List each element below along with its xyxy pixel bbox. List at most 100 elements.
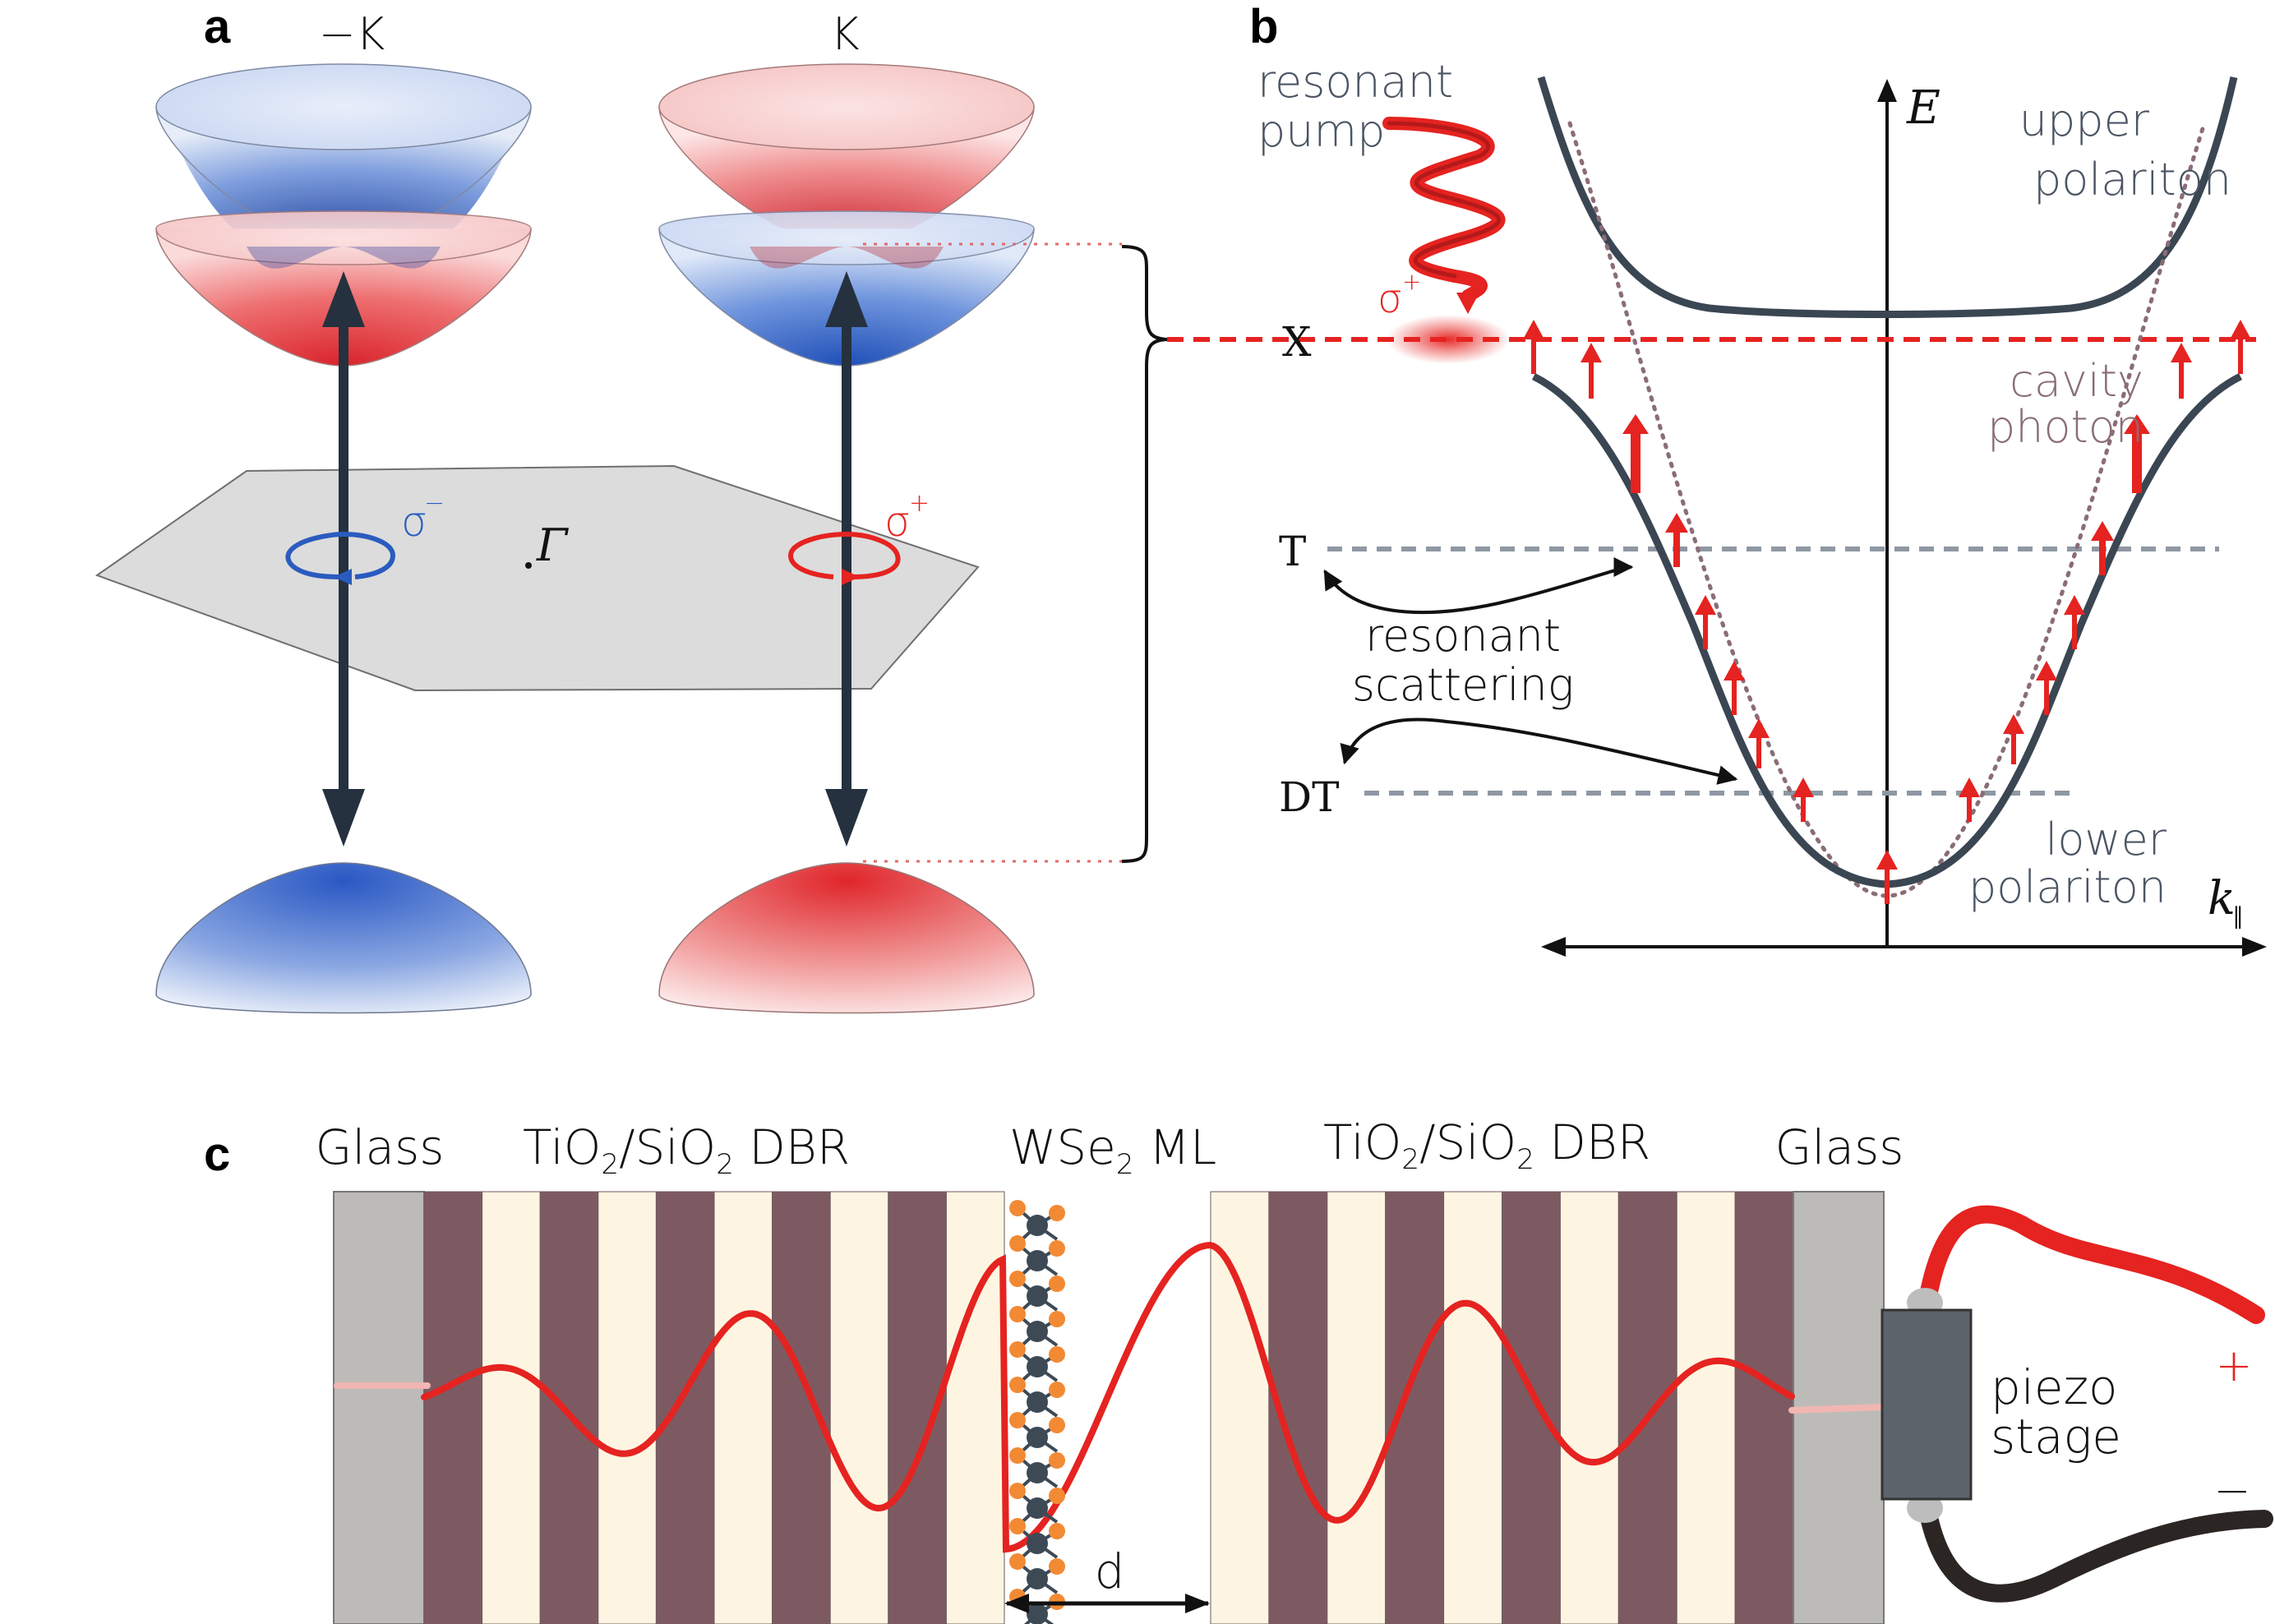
selenium-atom bbox=[1009, 1412, 1026, 1428]
gap-arrowhead-right bbox=[1185, 1594, 1210, 1613]
resonant-scattering-label-line2: scattering bbox=[1352, 659, 1574, 711]
polariton-arrow-head bbox=[2064, 595, 2085, 615]
sigma-plus-label: σ bbox=[884, 498, 911, 546]
polariton-arrow-head bbox=[2091, 521, 2114, 541]
dbr-left-stack bbox=[423, 1191, 1005, 1624]
piezo-minus-label: − bbox=[2213, 1465, 2250, 1516]
polariton-arrow-head bbox=[1581, 343, 1602, 362]
wse2-ml-label: WSe2 ML bbox=[1009, 1119, 1216, 1181]
sigma-minus-ring bbox=[285, 531, 396, 585]
polariton-arrow-head bbox=[2003, 714, 2024, 734]
pump-label-line1: resonant bbox=[1257, 56, 1453, 108]
panel-b-label: b bbox=[1249, 0, 1278, 53]
tungsten-atom bbox=[1027, 1250, 1048, 1271]
piezo-negative-wire bbox=[1916, 1487, 2273, 1603]
polariton-arrow-head bbox=[2036, 661, 2057, 681]
piezo-label-line1: piezo bbox=[1991, 1359, 2118, 1415]
polariton-arrow-head bbox=[1724, 661, 1745, 681]
level-t-label: T bbox=[1279, 528, 1306, 575]
glass-right-label: Glass bbox=[1774, 1119, 1904, 1175]
minus-k-valence-band bbox=[155, 862, 532, 1014]
selenium-atom bbox=[1009, 1341, 1026, 1358]
dbr-right-layer-light bbox=[1327, 1191, 1387, 1624]
tungsten-atom bbox=[1027, 1285, 1048, 1307]
polariton-arrow-head bbox=[1622, 414, 1649, 434]
polariton-arrow-head bbox=[1665, 513, 1688, 533]
upper-polariton-label-line2: polariton bbox=[2033, 154, 2231, 205]
dbr-right-stack bbox=[1210, 1191, 1794, 1624]
sigma-plus-ring bbox=[787, 531, 901, 585]
piezo-stage bbox=[1880, 1308, 1973, 1501]
selenium-atom bbox=[1009, 1553, 1026, 1570]
selenium-atom bbox=[1049, 1240, 1065, 1257]
selenium-atom bbox=[1049, 1417, 1065, 1433]
selenium-atom bbox=[1009, 1377, 1026, 1393]
dbr-left-label: TiO2/SiO2 DBR bbox=[523, 1119, 850, 1181]
piezo-plus-label: + bbox=[2215, 1340, 2252, 1391]
k-valence-band bbox=[658, 862, 1035, 1014]
dbr-left-layer-dark bbox=[423, 1191, 483, 1624]
dbr-right-layer-dark bbox=[1502, 1191, 1561, 1624]
polariton-arrow-head bbox=[1959, 777, 1980, 797]
gamma-point bbox=[525, 562, 532, 569]
energy-axis-label: E bbox=[1906, 81, 1940, 135]
momentum-axis-subscript: ∥ bbox=[2232, 902, 2244, 930]
valley-k-label: K bbox=[830, 8, 859, 60]
lower-polariton-label-line1: lower bbox=[2045, 814, 2167, 865]
dbr-right-layer-dark bbox=[1385, 1191, 1445, 1624]
lower-polariton-label-line2: polariton bbox=[1968, 861, 2167, 913]
polariton-arrow-head bbox=[2230, 320, 2251, 339]
panel-c-label: c bbox=[204, 1128, 230, 1181]
tungsten-atom bbox=[1027, 1568, 1048, 1589]
tungsten-atom bbox=[1027, 1497, 1048, 1519]
dbr-left-layer-light bbox=[482, 1191, 541, 1624]
upper-polariton-label-line1: upper bbox=[2019, 95, 2150, 146]
piezo-label-line2: stage bbox=[1991, 1409, 2121, 1465]
tungsten-atom bbox=[1027, 1356, 1048, 1377]
pump-sigma-superscript: + bbox=[1402, 268, 1421, 295]
dbr-right-label: TiO2/SiO2 DBR bbox=[1323, 1114, 1650, 1176]
dbr-left-layer-light bbox=[829, 1191, 889, 1624]
tungsten-atom bbox=[1027, 1533, 1048, 1554]
pump-label-line2: pump bbox=[1257, 105, 1385, 157]
dbr-right-layer-light bbox=[1210, 1191, 1270, 1624]
selenium-atom bbox=[1049, 1346, 1065, 1363]
dbr-left-layer-dark bbox=[539, 1191, 599, 1624]
dbr-right-layer-light bbox=[1676, 1191, 1736, 1624]
sigma-plus-superscript: + bbox=[909, 489, 930, 518]
polariton-arrow-head bbox=[2124, 414, 2150, 434]
tungsten-atom bbox=[1027, 1603, 1048, 1624]
dbr-right-layer-dark bbox=[1734, 1191, 1794, 1624]
exciton-energy-brace bbox=[1121, 245, 1168, 863]
selenium-atom bbox=[1009, 1518, 1026, 1534]
pump-spot bbox=[1387, 315, 1510, 364]
tungsten-atom bbox=[1027, 1427, 1048, 1448]
panel-a-label: a bbox=[204, 0, 231, 53]
momentum-axis-left-arrowhead bbox=[1541, 937, 1566, 957]
selenium-atom bbox=[1009, 1200, 1026, 1216]
polariton-arrow-head bbox=[1695, 595, 1716, 615]
level-dt-label: DT bbox=[1279, 773, 1339, 821]
brillouin-zone-plane bbox=[95, 464, 980, 692]
selenium-atom bbox=[1049, 1382, 1065, 1398]
gap-arrowhead-left bbox=[1004, 1594, 1029, 1613]
selenium-atom bbox=[1049, 1452, 1065, 1469]
sigma-minus-superscript: − bbox=[424, 489, 445, 518]
tungsten-atom bbox=[1027, 1215, 1048, 1236]
dbr-left-layer-light bbox=[945, 1191, 1005, 1624]
selenium-atom bbox=[1049, 1311, 1065, 1327]
dbr-left-layer-dark bbox=[655, 1191, 715, 1624]
gamma-label: Γ bbox=[536, 519, 570, 571]
cavity-photon-label-line2: photon bbox=[1987, 401, 2143, 453]
valley-minus-k-label: −K bbox=[319, 8, 385, 60]
selenium-atom bbox=[1049, 1488, 1065, 1504]
momentum-axis-label: k bbox=[2208, 872, 2236, 925]
glass-left-substrate bbox=[333, 1191, 425, 1624]
polariton-arrow-head bbox=[1876, 850, 1898, 870]
dbr-right-layer-dark bbox=[1617, 1191, 1677, 1624]
pump-sigma-label: σ bbox=[1377, 276, 1402, 322]
level-x-label: X bbox=[1282, 318, 1312, 366]
dbr-right-layer-light bbox=[1443, 1191, 1502, 1624]
field-tail-right bbox=[1788, 1404, 1887, 1414]
